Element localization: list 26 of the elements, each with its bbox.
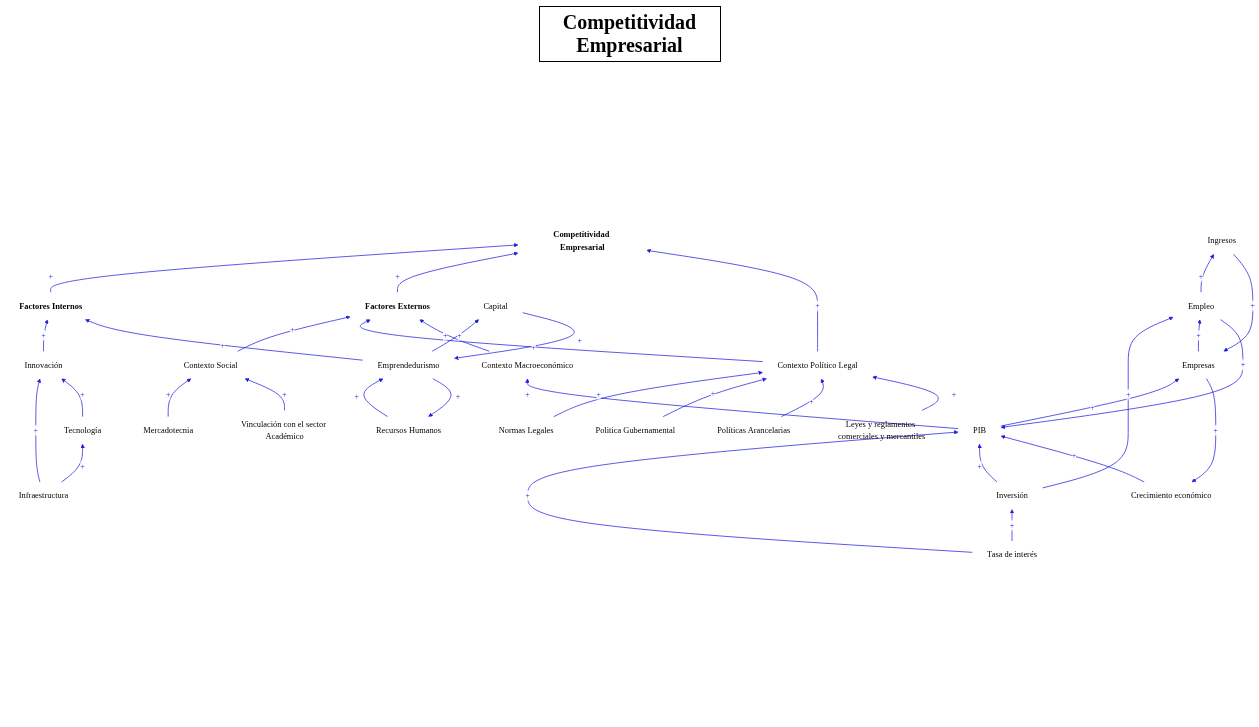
node-text: Tasa de interés <box>987 549 1037 560</box>
node-text: Competitividad Empresarial <box>553 229 610 252</box>
node-text: Normas Legales <box>498 425 554 435</box>
title-box: Competitividad Empresarial <box>538 6 721 62</box>
node-text: Infraestructura <box>18 490 69 501</box>
node-text: Contexto Social <box>183 360 238 370</box>
node-text: Recursos Humanos <box>375 425 442 435</box>
node-text: Vinculación con el sector Académico <box>240 419 327 442</box>
node-text: Contexto Político Legal <box>777 360 858 370</box>
node-text: Factores Internos <box>19 301 83 311</box>
node-text: Contexto Macroeconómico <box>481 360 574 370</box>
node-text: Leyes y reglamentos comerciales y mercantiles <box>837 419 926 442</box>
node-text: Empleo <box>1187 301 1215 311</box>
node-text: Inversión <box>996 490 1028 501</box>
node-text: Políticas Arancelarias <box>717 425 791 435</box>
node-text: Factores Externos <box>365 301 430 311</box>
node-text: Tecnología <box>63 425 102 435</box>
node-text: Emprendedurismo <box>377 360 440 370</box>
node-text: Mercadotecnia <box>143 425 194 435</box>
node-text: Ingresos <box>1207 235 1236 246</box>
node-text: Capital <box>483 301 508 311</box>
node-text: PIB <box>973 425 987 435</box>
node-text: Crecimiento económico <box>1130 490 1212 501</box>
node-text: Politica Gubernamental <box>595 425 676 435</box>
node-text: Empresas <box>1182 360 1215 370</box>
node-text: Innovación <box>24 360 63 370</box>
